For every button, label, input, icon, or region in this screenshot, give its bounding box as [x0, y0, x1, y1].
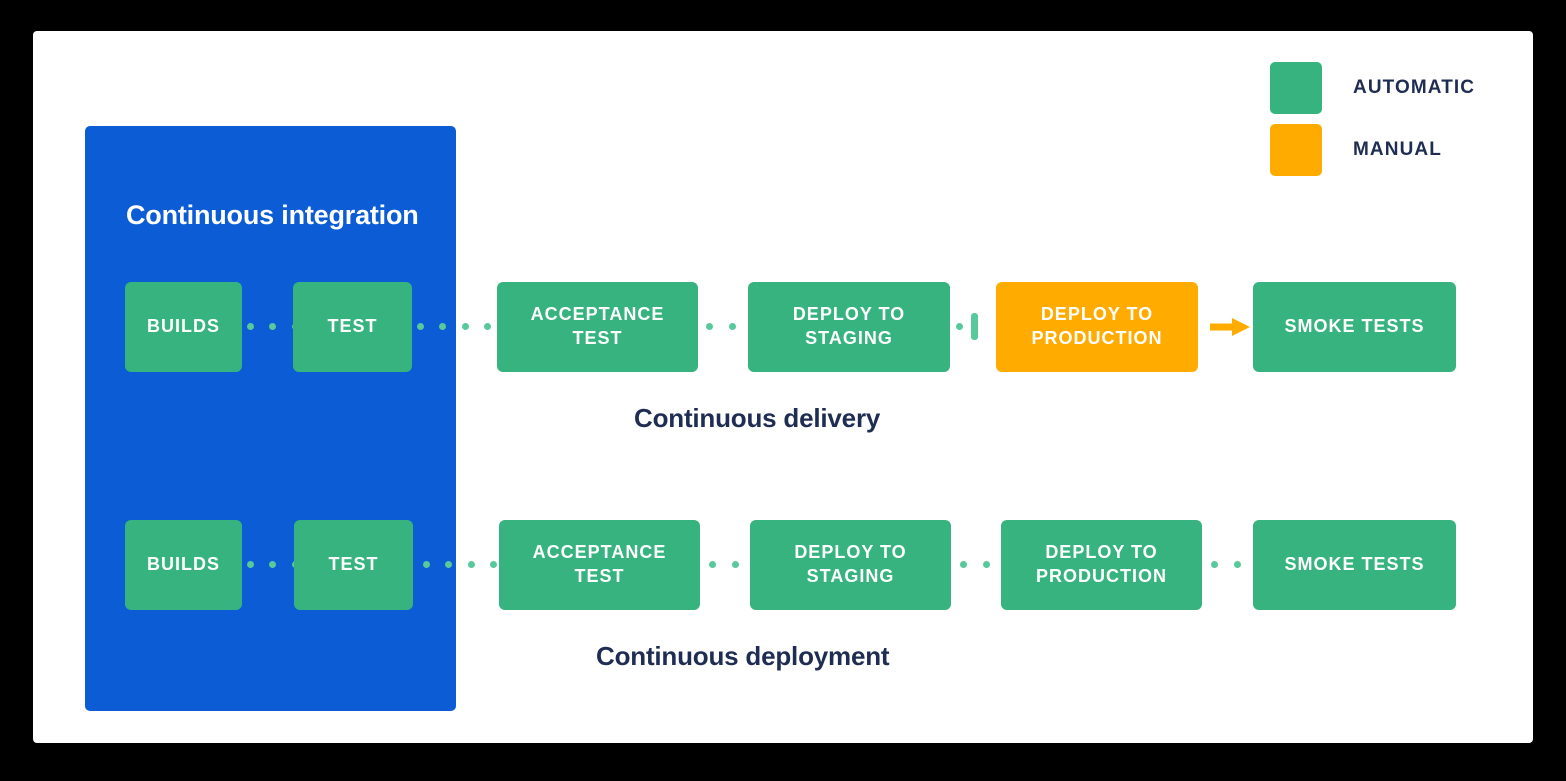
arrow-right-icon-production-to-smoke-tests: [1210, 318, 1250, 336]
node-acceptance-test[interactable]: ACCEPTANCE TEST: [497, 282, 698, 372]
continuous-integration-panel: Continuous integration: [85, 126, 456, 711]
node-test[interactable]: TEST: [293, 282, 412, 372]
connector-dots-staging-to-production: [956, 323, 963, 330]
square-swatch-icon-automatic: [1270, 62, 1322, 114]
node-test-2[interactable]: TEST: [294, 520, 413, 610]
square-swatch-icon-manual: [1270, 124, 1322, 176]
legend-item-automatic: AUTOMATIC: [1270, 57, 1510, 119]
node-deploy-to-production-2[interactable]: DEPLOY TO PRODUCTION: [1001, 520, 1202, 610]
node-deploy-to-staging-2[interactable]: DEPLOY TO STAGING: [750, 520, 951, 610]
node-deploy-to-production[interactable]: DEPLOY TO PRODUCTION: [996, 282, 1198, 372]
diagram-canvas: AUTOMATIC MANUAL Continuous integration …: [33, 31, 1533, 743]
legend-item-manual: MANUAL: [1270, 119, 1510, 181]
node-builds-2[interactable]: BUILDS: [125, 520, 242, 610]
connector-dots-test-to-acceptance-test: [417, 323, 491, 330]
node-builds[interactable]: BUILDS: [125, 282, 242, 372]
legend: AUTOMATIC MANUAL: [1270, 57, 1510, 181]
legend-label-manual: MANUAL: [1353, 139, 1442, 160]
node-deploy-to-staging[interactable]: DEPLOY TO STAGING: [748, 282, 950, 372]
node-smoke-tests[interactable]: SMOKE TESTS: [1253, 282, 1456, 372]
manual-gate-icon: [971, 313, 978, 340]
caption-continuous-delivery: Continuous delivery: [634, 403, 881, 433]
node-smoke-tests-2[interactable]: SMOKE TESTS: [1253, 520, 1456, 610]
connector-dots-test-to-acceptance-test-2: [423, 561, 497, 568]
continuous-integration-title: Continuous integration: [126, 200, 419, 230]
caption-continuous-deployment: Continuous deployment: [596, 641, 890, 671]
legend-label-automatic: AUTOMATIC: [1353, 77, 1476, 98]
node-acceptance-test-2[interactable]: ACCEPTANCE TEST: [499, 520, 700, 610]
